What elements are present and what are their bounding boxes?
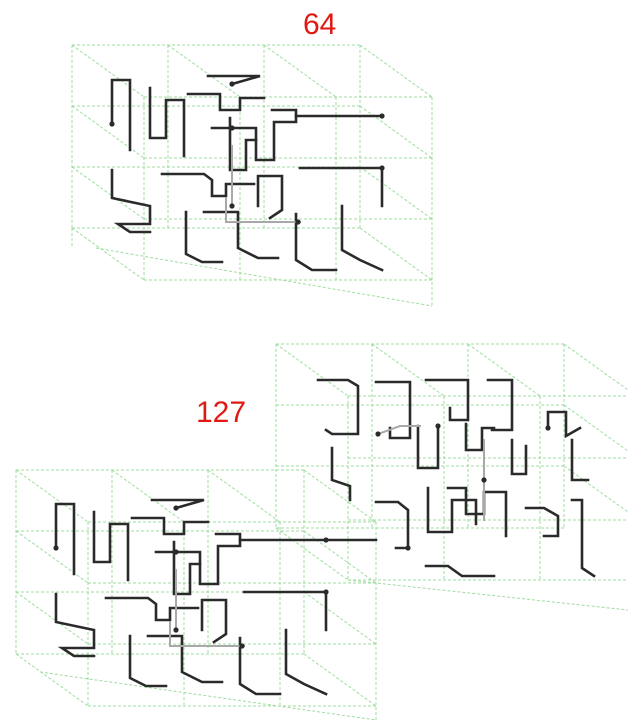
label-64: 64 — [303, 8, 337, 41]
cube-64-curve — [110, 74, 384, 272]
cube-127-left — [15, 469, 378, 721]
cube-64 — [71, 44, 433, 307]
cube-127-left-nodes — [53, 505, 329, 649]
cube-127-right-nodes — [375, 423, 551, 551]
cube-127-right-grid — [275, 343, 628, 611]
cube-127-right — [275, 343, 628, 611]
label-127: 127 — [196, 396, 247, 429]
cube-127-left-grid — [15, 469, 377, 721]
cube-127-left-curve — [54, 498, 378, 696]
cube-64-nodes — [109, 81, 385, 225]
cube-127-right-curve — [316, 378, 596, 578]
